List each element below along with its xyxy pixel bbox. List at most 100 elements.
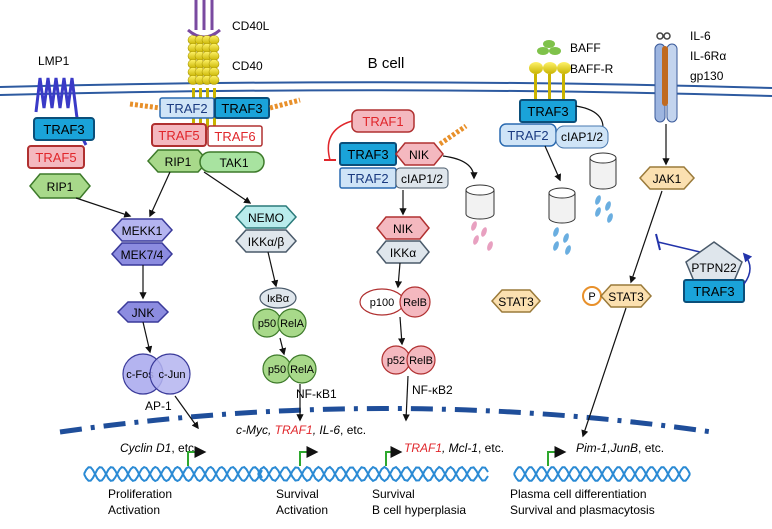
baff-ciap-node: cIAP1/2 (555, 125, 609, 149)
svg-text:TAK1: TAK1 (219, 156, 248, 170)
svg-text:p50: p50 (258, 318, 276, 330)
ptpn22-node: PTPN22 (685, 241, 743, 287)
outcome-1a: Proliferation (108, 487, 172, 501)
il6-receptor (654, 32, 678, 123)
tss-arrows (187, 446, 567, 466)
svg-text:NIK: NIK (409, 148, 429, 162)
svg-text:TRAF3: TRAF3 (43, 122, 84, 137)
svg-text:NEMO: NEMO (248, 211, 284, 225)
gene-targets-2: c-Myc, TRAF1, IL-6, etc. (236, 423, 366, 437)
nfkb1-label: NF-κB1 (296, 387, 337, 401)
p50-node-b: p50 (262, 354, 292, 384)
nc-ciap-node: cIAP1/2 (395, 167, 449, 189)
cjun-node: c-Jun (149, 353, 191, 395)
signal-arrows (75, 171, 627, 438)
cd40-traf5-node: TRAF5 (151, 123, 207, 147)
svg-text:c-Fos: c-Fos (126, 369, 154, 381)
nik-node-2: NIK (376, 216, 430, 240)
svg-text:RIP1: RIP1 (165, 155, 192, 169)
il6ra-label: IL-6Rα (690, 49, 726, 63)
ubiquitin-chain-nik (438, 123, 468, 147)
mekk1-node: MEKK1 (110, 218, 174, 242)
relb-node-a: RelB (399, 286, 431, 318)
outcome-3b: B cell hyperplasia (372, 503, 466, 517)
baffr-receptor (529, 62, 571, 102)
p52-node: p52 (381, 345, 411, 375)
lmp1-traf3-node: TRAF3 (33, 117, 95, 141)
gene-targets-1: Cyclin D1, etc. (120, 441, 197, 455)
svg-text:TRAF5: TRAF5 (35, 150, 76, 165)
svg-text:PTPN22: PTPN22 (691, 261, 737, 275)
stat3-free-node: STAT3 (490, 289, 542, 313)
svg-text:IKKα/β: IKKα/β (248, 235, 285, 249)
outcome-1b: Activation (108, 503, 160, 517)
svg-text:P: P (588, 291, 595, 303)
svg-text:IKKα: IKKα (390, 246, 416, 260)
ubiquitin-chain-left (129, 97, 301, 111)
svg-text:MEK7/4: MEK7/4 (121, 248, 164, 262)
tak1-node: TAK1 (199, 151, 265, 173)
svg-text:MEKK1: MEKK1 (122, 224, 163, 238)
p100-node: p100 (359, 288, 405, 316)
cd40l-label: CD40L (232, 19, 270, 33)
p-phospho-node: P (582, 286, 602, 306)
cd40-traf6-node: TRAF6 (207, 125, 263, 147)
nc-nik-node: NIK (395, 142, 444, 166)
outcome-3a: Survival (372, 487, 415, 501)
nc-traf3-node: TRAF3 (339, 142, 397, 166)
gene-targets-4: Pim-1,JunB, etc. (576, 441, 664, 455)
il6-label: IL-6 (690, 29, 711, 43)
lmp1-label: LMP1 (38, 54, 70, 68)
svg-text:RelA: RelA (280, 318, 305, 330)
svg-text:STAT3: STAT3 (498, 295, 534, 309)
svg-text:RelB: RelB (403, 297, 427, 309)
ikka-node: IKKα (376, 240, 430, 264)
baff-label: BAFF (570, 41, 601, 55)
nfkb2-label: NF-κB2 (412, 383, 453, 397)
lmp1-rip1-node: RIP1 (29, 173, 91, 199)
cd40-traf3-node: TRAF3 (214, 97, 270, 119)
svg-text:RelB: RelB (409, 355, 433, 367)
cd40-label: CD40 (232, 59, 263, 73)
svg-text:c-Jun: c-Jun (159, 369, 186, 381)
outcome-4b: Survival and plasmacytosis (510, 503, 655, 517)
outcome-2b: Activation (276, 503, 328, 517)
svg-text:p50: p50 (268, 364, 286, 376)
svg-text:RelA: RelA (290, 364, 315, 376)
svg-text:TRAF2: TRAF2 (166, 101, 207, 116)
svg-text:TRAF3: TRAF3 (527, 104, 568, 119)
svg-text:TRAF5: TRAF5 (158, 128, 199, 143)
outcome-4a: Plasma cell differentiation (510, 487, 647, 501)
svg-text:TRAF3: TRAF3 (693, 284, 734, 299)
b-cell-label: B cell (368, 55, 405, 72)
nc-traf2-node: TRAF2 (339, 167, 397, 189)
svg-text:cIAP1/2: cIAP1/2 (561, 130, 603, 144)
cd40l-ligand (187, 0, 221, 39)
baff-traf3-node: TRAF3 (519, 99, 577, 123)
traf1-inhibition (327, 120, 353, 161)
gp130-label: gp130 (690, 69, 724, 83)
rela-node-b: RelA (287, 354, 317, 384)
nemo-node: NEMO (234, 205, 298, 229)
baff-ligand (537, 40, 561, 55)
svg-text:TRAF3: TRAF3 (221, 101, 262, 116)
gene-targets-3: TRAF1, Mcl-1, etc. (404, 441, 504, 455)
baffr-label: BAFF-R (570, 62, 614, 76)
svg-text:TRAF6: TRAF6 (214, 129, 255, 144)
baff-traf2-node: TRAF2 (499, 123, 557, 147)
svg-text:TRAF3: TRAF3 (347, 147, 388, 162)
p50-node-a: p50 (252, 308, 282, 338)
svg-text:p100: p100 (370, 297, 394, 309)
traf1-node: TRAF1 (351, 109, 415, 133)
proteasome-baff-1 (548, 187, 576, 255)
ikkab-node: IKKα/β (234, 229, 298, 253)
ikba-node: IκBα (259, 287, 297, 309)
stat3-node: STAT3 (599, 284, 653, 308)
dna-helices (83, 465, 691, 483)
cd40-traf2-node: TRAF2 (159, 97, 215, 119)
relb-node-b: RelB (406, 345, 436, 375)
nuclear-membrane (59, 406, 713, 435)
svg-text:JNK: JNK (132, 306, 155, 320)
